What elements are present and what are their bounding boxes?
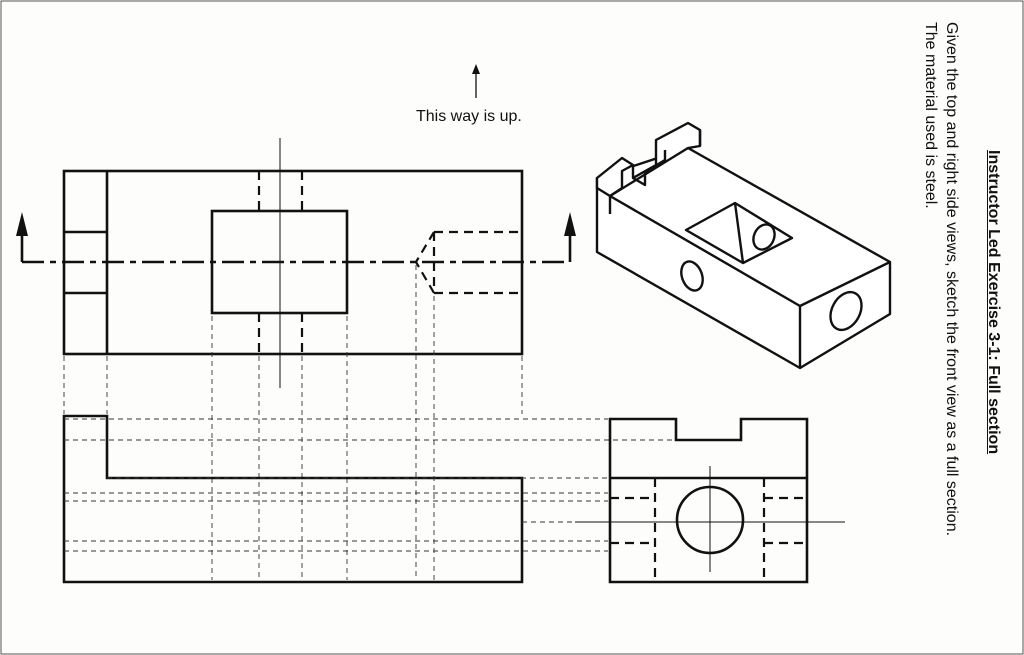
projection-lines-vertical: [63, 265, 523, 580]
instruction-line-2: The material used is steel.: [922, 22, 939, 209]
iso-end-hole: [829, 290, 863, 332]
cutting-plane-line: [16, 212, 576, 264]
hidden-drill-point: [415, 261, 435, 294]
iso-side-hole: [680, 260, 704, 292]
side-view-outline: [608, 417, 809, 584]
hidden-drill-point: [415, 231, 435, 263]
exercise-title: Instructor Led Exercise 3-1: Full sectio…: [985, 150, 1002, 455]
instruction-line-1: Given the top and right side views, sket…: [943, 22, 960, 537]
isometric-pictorial: [595, 121, 892, 370]
up-indicator-arrow: [472, 64, 480, 98]
arrow-up-icon: [472, 64, 480, 74]
iso-opening-inner-edge: [733, 202, 745, 264]
iso-inner-hole: [752, 223, 776, 251]
up-direction-note: This way is up.: [416, 108, 522, 125]
arrow-up-icon: [16, 212, 28, 236]
front-view-outline: [62, 414, 524, 584]
front-view: [62, 414, 524, 584]
iso-slot-edges: [608, 130, 702, 214]
projection-lines-horizontal: [64, 418, 675, 552]
arrow-up-icon: [564, 212, 576, 236]
right-side-view: [575, 417, 845, 584]
